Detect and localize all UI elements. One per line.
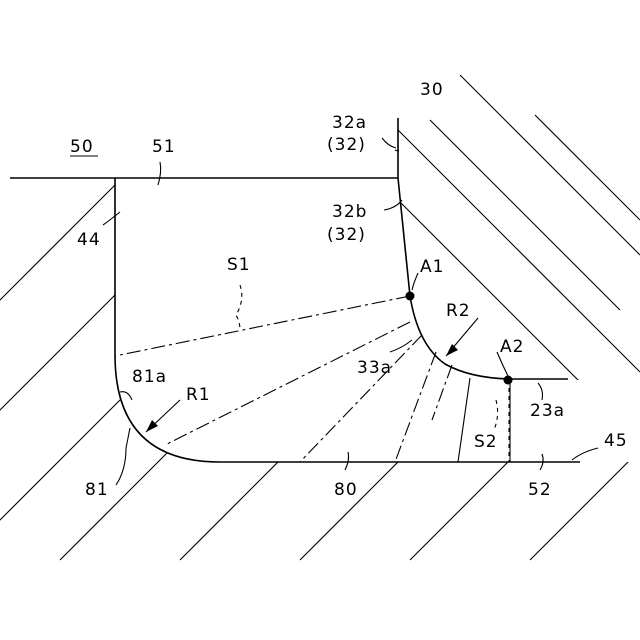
label-30: 30 bbox=[420, 80, 444, 100]
label-32b: 32b bbox=[332, 202, 367, 222]
outlines bbox=[10, 118, 580, 462]
label-r1: R1 bbox=[186, 385, 211, 405]
label-51: 51 bbox=[152, 137, 176, 157]
label-52: 52 bbox=[528, 480, 552, 500]
label-33a: 33a bbox=[357, 358, 392, 378]
label-50: 50 bbox=[70, 137, 94, 157]
label-s1: S1 bbox=[227, 255, 251, 275]
label-32a: 32a bbox=[332, 113, 367, 133]
reference-labels: 50 51 30 32a (32) 32b (32) 44 S1 A1 R2 3… bbox=[70, 80, 628, 500]
label-s2: S2 bbox=[474, 432, 498, 452]
upper-member-hatching bbox=[398, 75, 640, 382]
lower-member-hatching bbox=[0, 160, 640, 560]
label-23a: 23a bbox=[530, 401, 565, 421]
point-a2 bbox=[504, 376, 513, 385]
label-r2: R2 bbox=[446, 301, 471, 321]
label-a2: A2 bbox=[500, 337, 524, 357]
label-44: 44 bbox=[77, 230, 101, 250]
point-a1 bbox=[406, 292, 415, 301]
label-45: 45 bbox=[604, 431, 628, 451]
label-32b-paren: (32) bbox=[327, 225, 366, 245]
label-81a: 81a bbox=[132, 367, 167, 387]
label-80: 80 bbox=[334, 480, 358, 500]
label-32a-paren: (32) bbox=[327, 135, 366, 155]
label-a1: A1 bbox=[420, 257, 444, 277]
label-81: 81 bbox=[85, 480, 109, 500]
